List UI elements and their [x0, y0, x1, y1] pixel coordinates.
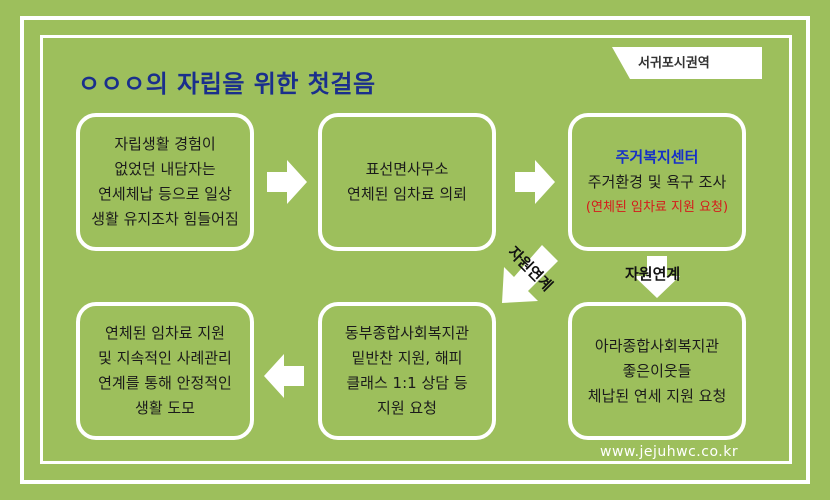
step-6-line-1: 연체된 임차료 지원 [105, 324, 225, 342]
step-box-6: 연체된 임차료 지원 및 지속적인 사례관리 연계를 통해 안정적인 생활 도모 [76, 302, 254, 440]
step-5-line-4: 지원 요청 [377, 399, 437, 417]
outer-frame [20, 16, 810, 484]
step-box-4: 아라종합사회복지관 좋은이웃들 체납된 연세 지원 요청 [568, 302, 746, 440]
arrow-right-2-icon [515, 160, 555, 204]
step-1-line-3: 연세체납 등으로 일상 [98, 185, 232, 203]
arrow-down-icon [634, 256, 680, 298]
website-url: www.jejuhwc.co.kr [600, 444, 739, 460]
step-3-line-1: 주거환경 및 욕구 조사 [587, 172, 727, 191]
inner-frame [40, 35, 792, 464]
region-label: 서귀포시권역 [638, 56, 710, 71]
step-4-line-3: 체납된 연세 지원 요청 [587, 386, 727, 405]
step-1-line-4: 생활 유지조차 힘들어짐 [91, 210, 239, 228]
step-box-2: 표선면사무소 연체된 임차료 의뢰 [318, 113, 496, 251]
connection-label-down: 자원연계 [625, 265, 681, 283]
arrow-left-icon [264, 354, 304, 398]
step-5-line-3: 클래스 1:1 상담 등 [346, 374, 468, 392]
arrow-diagonal-icon [502, 245, 558, 303]
step-1-line-2: 없었던 내담자는 [114, 160, 216, 178]
step-4-line-1: 아라종합사회복지관 [594, 336, 720, 355]
step-box-5: 동부종합사회복지관 밑반찬 지원, 해피 클래스 1:1 상담 등 지원 요청 [318, 302, 496, 440]
step-2-line-2: 연체된 임차료 의뢰 [347, 185, 467, 203]
step-6-line-3: 연계를 통해 안정적인 [98, 374, 232, 392]
step-box-3: 주거복지센터 주거환경 및 욕구 조사 (연체된 임차료 지원 요청) [568, 113, 746, 251]
step-3-note: (연체된 임차료 지원 요청) [585, 199, 729, 215]
step-1-line-1: 자립생활 경험이 [114, 135, 216, 153]
step-4-line-2: 좋은이웃들 [622, 361, 692, 380]
step-2-line-1: 표선면사무소 [365, 160, 449, 178]
step-6-line-4: 생활 도모 [135, 399, 195, 417]
step-5-line-2: 밑반찬 지원, 해피 [351, 349, 463, 367]
step-box-1: 자립생활 경험이 없었던 내담자는 연세체납 등으로 일상 생활 유지조차 힘들… [76, 113, 254, 251]
step-5-line-1: 동부종합사회복지관 [344, 324, 470, 342]
step-6-line-2: 및 지속적인 사례관리 [98, 349, 232, 367]
page-title: ㅇㅇㅇ의 자립을 위한 첫걸음 [78, 70, 376, 98]
arrow-right-1-icon [267, 160, 307, 204]
region-tab [612, 47, 762, 79]
step-3-heading: 주거복지센터 [615, 147, 699, 166]
